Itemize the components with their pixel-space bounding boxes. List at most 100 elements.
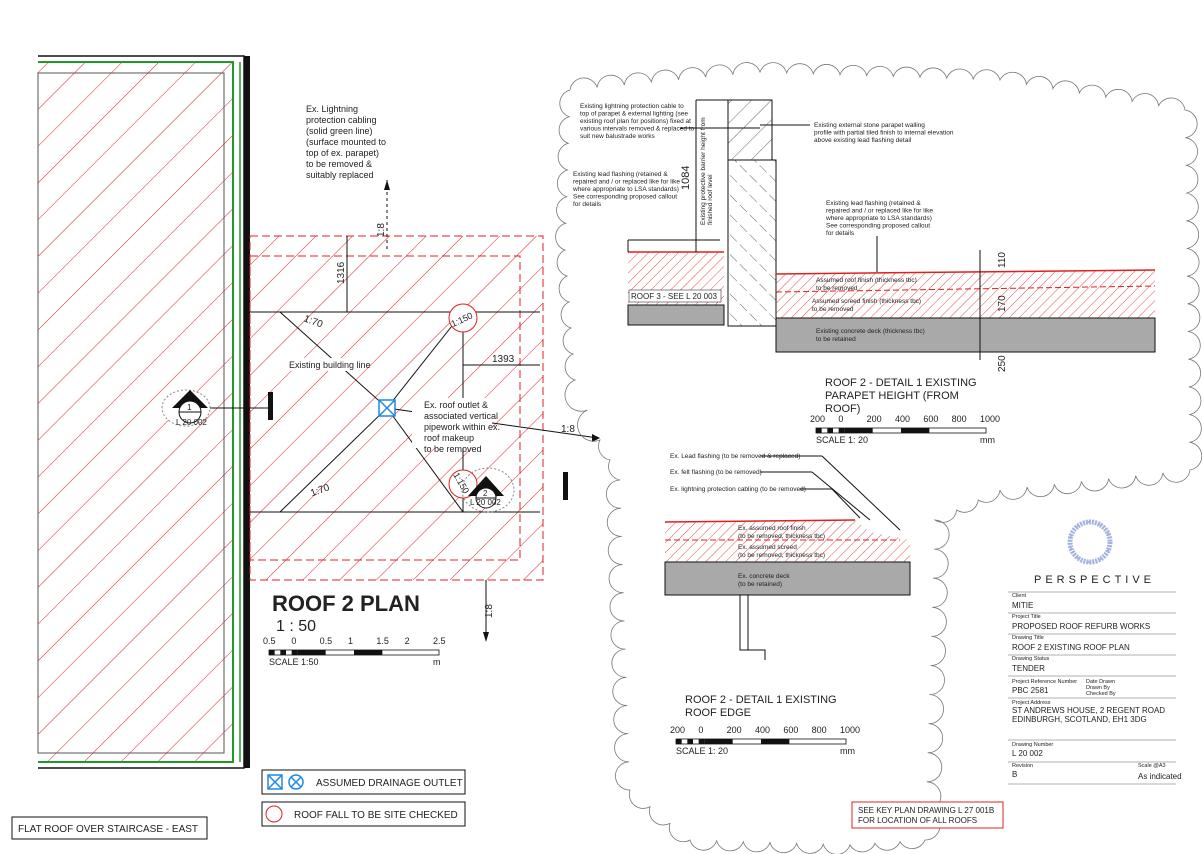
section-marker-1[interactable]: 1 L 20 002 [161, 389, 211, 427]
scale-unit: mm [980, 435, 995, 445]
scale-tick-label: 800 [812, 725, 827, 735]
title-block: PERSPECTIVE [1008, 519, 1176, 785]
scale-bar-segment [354, 650, 383, 655]
dimension-110: 110 [997, 252, 1008, 268]
scale-bar-segment [827, 428, 833, 433]
legend-fall-check [261, 801, 466, 827]
text-line: associated vertical [424, 411, 498, 421]
scale-tick-label: 600 [783, 725, 798, 735]
text-line: Assumed roof finish (thickness tbc) [816, 277, 917, 284]
section-number: 2 [483, 489, 488, 498]
dimension-170: 170 [997, 295, 1008, 312]
text-line: Existing concrete deck (thickness tbc) [816, 328, 925, 335]
text-line: See corresponding proposed callout [826, 223, 930, 230]
detail1-screed-layer: Assumed screed finish (thickness tbc)to … [812, 298, 921, 313]
drawing-number-label: Drawing Number [1012, 742, 1053, 748]
text-line: to be removed [816, 285, 858, 292]
scale-bar-segment [687, 739, 693, 744]
scale-tick-label: 200 [810, 414, 825, 424]
scale-bar-segment [844, 428, 873, 433]
detail1-section [627, 99, 1156, 360]
project-reference-value: PBC 2581 [1012, 686, 1049, 695]
fall-check-circle-icon [265, 805, 283, 823]
project-reference-label: Project Reference Number [1012, 679, 1077, 685]
section-marker-2[interactable]: 2 L 20 002 [461, 467, 515, 513]
scale-tick-label: 200 [670, 725, 685, 735]
detail2-deck-layer: Ex. concrete deck(to be retained) [738, 573, 790, 588]
fall-check-marker-1[interactable]: 1:150 [448, 303, 478, 333]
drainage-outlet-icon [267, 774, 304, 790]
text-line: (solid green line) [306, 126, 373, 136]
detail1-flashing-note-left: Existing lead flashing (retained &repair… [572, 171, 680, 208]
scale-label: Scale @A3 [1138, 763, 1166, 769]
staircase-label: FLAT ROOF OVER STAIRCASE - EAST [18, 824, 198, 835]
section-sheet: L 20 002 [176, 418, 207, 427]
scale-bar-segment [704, 739, 733, 744]
text-line: roof makeup [424, 433, 474, 443]
checked-by-label: Checked By [1086, 691, 1116, 697]
scale-tick-label: 0.5 [320, 636, 333, 646]
scale-unit: m [433, 657, 441, 667]
scale-tick-label: 200 [867, 414, 882, 424]
scale-bar-segment [698, 739, 705, 744]
drawn-by-label: Drawn By [1086, 685, 1110, 691]
text-line: ROOF EDGE [685, 707, 751, 719]
text-line: finished roof level [707, 174, 714, 225]
key-plan-note-box [851, 801, 1004, 829]
scale-tick-label: 200 [727, 725, 742, 735]
dimension-1393: 1393 [492, 354, 515, 365]
text-line: top of ex. parapet) [306, 148, 379, 158]
text-line: for details [573, 201, 602, 208]
scale-tick-label: 1000 [840, 725, 860, 735]
text-line: See corresponding proposed callout [573, 194, 677, 201]
dimension-250: 250 [997, 355, 1008, 372]
text-line: above existing lead flashing detail [814, 137, 912, 144]
scale-bar-segment [816, 428, 822, 433]
scale-tick-label: 400 [755, 725, 770, 735]
text-line: various intervals removed & replaced to [580, 126, 695, 133]
client-value: MITIE [1012, 601, 1033, 610]
scale-tick-label: 1000 [980, 414, 1000, 424]
text-line: Existing external stone parapet walling [814, 122, 925, 129]
detail2-callout: Ex. Lead flashing (to be removed & repla… [670, 453, 800, 460]
scale-unit: mm [840, 746, 855, 756]
text-line: repaired and / or replaced like for like [826, 208, 933, 215]
text-line: to be removed & [306, 159, 372, 169]
detail2-finish-layer: Ex. assumed roof finish(to be removed, t… [738, 525, 825, 540]
roof3-ref-box[interactable] [628, 289, 722, 303]
text-line: existing roof plan for positions) fixed … [580, 118, 691, 125]
text-line: Ex. assumed roof finish [738, 525, 806, 532]
text-line: pipework within ex. [424, 422, 500, 432]
scale-tick-label: 0 [698, 725, 703, 735]
scale-label: SCALE 1: 20 [676, 746, 728, 756]
text-line: to be removed [424, 444, 482, 454]
text-line: Ex. concrete deck [738, 573, 790, 580]
project-title-label: Project Title [1012, 614, 1041, 620]
scale-tick-label: 2.5 [433, 636, 446, 646]
roof-outlet-icon[interactable] [378, 399, 396, 417]
section-number: 1 [187, 403, 192, 412]
scale-tick-label: 1.5 [376, 636, 389, 646]
detail1-flashing-note-right: Existing lead flashing (retained &repair… [825, 200, 933, 237]
legend-drainage-label: ASSUMED DRAINAGE OUTLET [316, 778, 463, 789]
dimension-1084: 1084 [680, 166, 692, 190]
fall-check-marker-2[interactable]: 1:150 [448, 469, 478, 499]
text-line: (to be removed, thickness tbc) [738, 533, 825, 540]
text-line: PARAPET HEIGHT (FROM [825, 390, 959, 402]
text-line: Ex. assumed screed [738, 544, 797, 551]
roof3-reference[interactable]: ROOF 3 - SEE L 20 003 [631, 292, 718, 301]
detail1-barrier-note: Existing protective barrier height fromf… [700, 117, 714, 225]
building-line-label-bg [287, 358, 363, 371]
text-line: protection cabling [306, 115, 377, 125]
scale-tick-label: 400 [895, 414, 910, 424]
text-line: repaired and / or replaced like for like [573, 179, 680, 186]
text-line: suit new balustrade works [580, 133, 656, 140]
text-line: for details [826, 230, 855, 237]
scale-tick-label: 600 [923, 414, 938, 424]
